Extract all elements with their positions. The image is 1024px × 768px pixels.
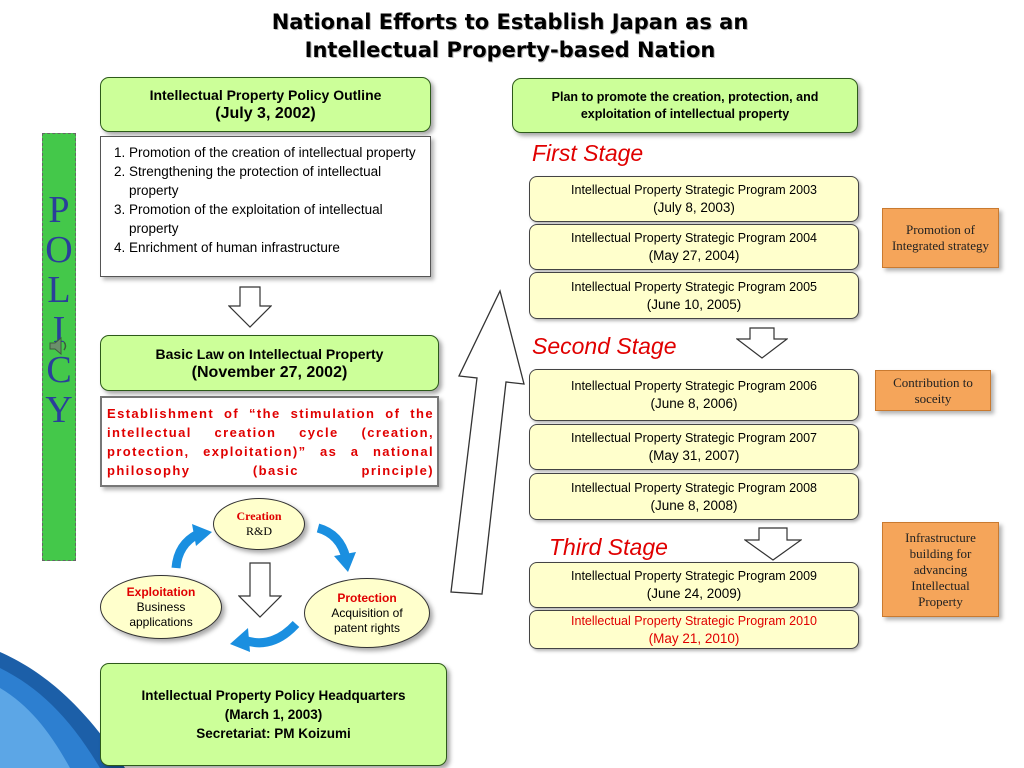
program-box-2004: Intellectual Property Strategic Program …: [529, 224, 859, 270]
program-name: Intellectual Property Strategic Program …: [571, 431, 817, 445]
exploitation-ellipse: Exploitation Business applications: [100, 575, 222, 639]
plan-box: Plan to promote the creation, protection…: [512, 78, 858, 133]
down-arrow-icon: [736, 327, 788, 359]
exploitation-sub: Business applications: [129, 599, 193, 629]
protection-ellipse: Protection Acquisition of patent rights: [304, 578, 430, 648]
policy-letter: C: [46, 349, 72, 391]
list-item: Strengthening the protection of intellec…: [129, 162, 422, 200]
program-box-2009: Intellectual Property Strategic Program …: [529, 562, 859, 608]
program-box-2003: Intellectual Property Strategic Program …: [529, 176, 859, 222]
program-date: (June 8, 2008): [650, 497, 738, 513]
side-note-integrated-strategy: Promotion of Integrated strategy: [882, 208, 999, 268]
program-date: (June 24, 2009): [646, 586, 742, 601]
program-name: Intellectual Property Strategic Program …: [571, 613, 817, 628]
down-arrow-icon: [228, 286, 272, 328]
second-stage-label: Second Stage: [532, 333, 677, 359]
cycle-arrow-icon: [316, 523, 356, 572]
list-item: Promotion of the exploitation of intelle…: [129, 200, 422, 238]
first-stage-label: First Stage: [532, 140, 644, 166]
establishment-text: Establishment of “the stimulation of the…: [107, 406, 434, 478]
policy-letter: P: [48, 189, 70, 231]
establishment-box: Establishment of “the stimulation of the…: [100, 396, 439, 487]
list-item: Promotion of the creation of intellectua…: [129, 143, 422, 162]
program-date: (June 8, 2006): [650, 396, 738, 411]
policy-letter: I: [52, 309, 66, 351]
creation-sub: R&D: [245, 524, 272, 538]
speaker-icon[interactable]: [48, 336, 70, 356]
policy-letter: L: [47, 269, 71, 311]
side-note-contribution: Contribution to soceity: [875, 370, 991, 411]
program-name: Intellectual Property Strategic Program …: [571, 379, 817, 393]
policy-outline-title: Intellectual Property Policy Outline: [149, 87, 382, 103]
headquarters-line-2: (March 1, 2003): [224, 707, 323, 722]
side-note-text: Contribution to soceity: [893, 374, 973, 406]
list-item: Enrichment of human infrastructure: [129, 238, 422, 257]
down-arrow-icon: [744, 527, 802, 561]
program-box-2006: Intellectual Property Strategic Program …: [529, 369, 859, 421]
headquarters-line-1: Intellectual Property Policy Headquarter…: [141, 688, 406, 703]
program-name: Intellectual Property Strategic Program …: [571, 183, 817, 197]
corner-wave-decoration: [0, 652, 125, 768]
program-box-2007: Intellectual Property Strategic Program …: [529, 424, 859, 470]
program-name: Intellectual Property Strategic Program …: [571, 480, 817, 495]
program-date: (July 8, 2003): [653, 200, 735, 215]
side-note-infrastructure: Infrastructure building for advancing In…: [882, 522, 999, 617]
page-title: National Efforts to Establish Japan as a…: [200, 8, 820, 64]
third-stage-label: Third Stage: [549, 534, 668, 560]
creation-ellipse: Creation R&D: [213, 498, 305, 550]
headquarters-box: Intellectual Property Policy Headquarter…: [100, 663, 447, 766]
program-box-2008: Intellectual Property Strategic Program …: [529, 473, 859, 520]
policy-outline-list: Promotion of the creation of intellectua…: [107, 143, 422, 257]
creation-title: Creation: [236, 509, 282, 523]
policy-outline-date: (July 3, 2002): [215, 105, 316, 122]
cycle-arrow-icon: [230, 620, 300, 652]
policy-letter: O: [45, 229, 73, 271]
policy-outline-list-box: Promotion of the creation of intellectua…: [100, 136, 431, 277]
cycle-arrow-icon: [171, 524, 212, 569]
program-name: Intellectual Property Strategic Program …: [571, 569, 817, 583]
title-line-1: National Efforts to Establish Japan as a…: [271, 10, 749, 34]
program-name: Intellectual Property Strategic Program …: [571, 231, 817, 245]
protection-sub: Acquisition of patent rights: [331, 605, 403, 635]
program-box-2005: Intellectual Property Strategic Program …: [529, 272, 859, 319]
program-date: (June 10, 2005): [646, 296, 742, 312]
policy-outline-box: Intellectual Property Policy Outline (Ju…: [100, 77, 431, 132]
program-date: (May 31, 2007): [648, 448, 740, 463]
headquarters-line-3: Secretariat: PM Koizumi: [196, 726, 351, 741]
plan-title: Plan to promote the creation, protection…: [551, 89, 819, 121]
program-date: (May 27, 2004): [648, 248, 740, 263]
title-line-2: Intellectual Property-based Nation: [304, 38, 716, 62]
up-arrow-icon: [450, 289, 525, 595]
protection-title: Protection: [337, 590, 397, 605]
side-note-text: Infrastructure building for advancing In…: [905, 529, 976, 609]
program-box-2010: Intellectual Property Strategic Program …: [529, 610, 859, 649]
program-name: Intellectual Property Strategic Program …: [571, 279, 817, 294]
basic-law-date: (November 27, 2002): [191, 364, 348, 381]
exploitation-title: Exploitation: [126, 584, 196, 599]
program-date: (May 21, 2010): [648, 630, 740, 646]
basic-law-box: Basic Law on Intellectual Property (Nove…: [100, 335, 439, 391]
side-note-text: Promotion of Integrated strategy: [891, 222, 990, 253]
basic-law-title: Basic Law on Intellectual Property: [155, 346, 384, 362]
policy-letter: Y: [45, 389, 73, 431]
down-arrow-icon: [238, 562, 282, 618]
